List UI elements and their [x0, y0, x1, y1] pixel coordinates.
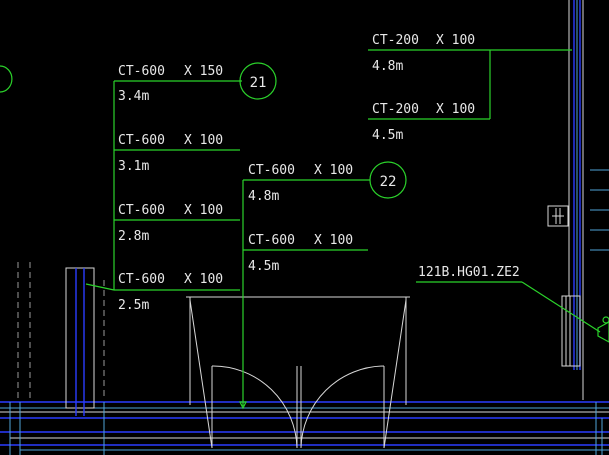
tray-l4-type: CT-600 — [118, 272, 165, 287]
tray-r1-elevation: 4.8m — [372, 59, 403, 74]
bubble-21 — [239, 62, 277, 100]
tray-m2-type: CT-600 — [248, 233, 295, 248]
tray-r2-type: CT-200 — [372, 102, 419, 117]
bubble-22 — [369, 161, 407, 199]
tray-l1-size: X 150 — [184, 64, 223, 79]
tray-m1-size: X 100 — [314, 163, 353, 178]
tray-l2-type: CT-600 — [118, 133, 165, 148]
tray-r2-elevation: 4.5m — [372, 128, 403, 143]
equipment-outline — [186, 296, 410, 449]
right-wall-structure — [547, 0, 609, 400]
tray-l4-elevation: 2.5m — [118, 298, 149, 313]
tray-l3-type: CT-600 — [118, 203, 165, 218]
bubble-21-label: 21 — [250, 75, 267, 91]
tray-l1-type: CT-600 — [118, 64, 165, 79]
tray-l2-size: X 100 — [184, 133, 223, 148]
middle-leader-group — [239, 179, 370, 410]
tray-r1-size: X 100 — [436, 33, 475, 48]
tray-m2-size: X 100 — [314, 233, 353, 248]
right-leader-group — [368, 49, 572, 120]
tray-m2-elevation: 4.5m — [248, 259, 279, 274]
tray-l3-size: X 100 — [184, 203, 223, 218]
left-leader-group — [85, 80, 242, 291]
equipment-tag: 121B.HG01.ZE2 — [418, 265, 520, 280]
tray-m1-type: CT-600 — [248, 163, 295, 178]
tray-r1-type: CT-200 — [372, 33, 419, 48]
tray-l4-size: X 100 — [184, 272, 223, 287]
tray-m1-elevation: 4.8m — [248, 189, 279, 204]
bubble-22-label: 22 — [380, 174, 397, 190]
equipment-symbol — [597, 321, 609, 343]
tray-l1-elevation: 3.4m — [118, 89, 149, 104]
tray-r2-size: X 100 — [436, 102, 475, 117]
tray-l2-elevation: 3.1m — [118, 159, 149, 174]
equipment-symbol-dot — [602, 316, 609, 324]
partial-bubble-left — [0, 65, 13, 93]
tray-l3-elevation: 2.8m — [118, 229, 149, 244]
equipment-tag-leader — [416, 281, 601, 333]
left-column — [17, 262, 105, 416]
bottom-wall-band — [0, 401, 609, 455]
